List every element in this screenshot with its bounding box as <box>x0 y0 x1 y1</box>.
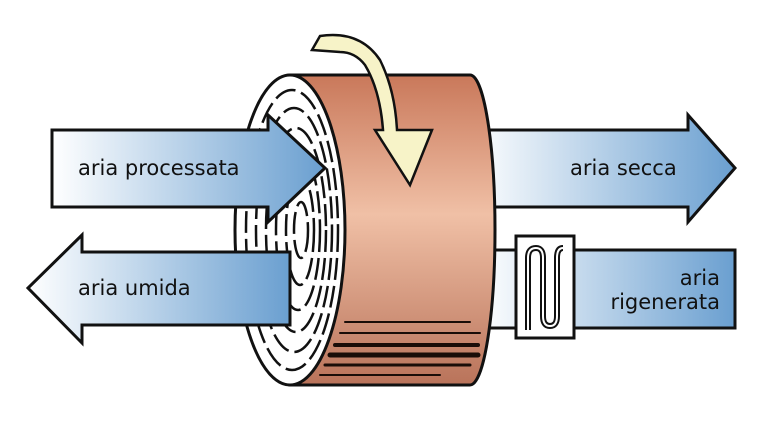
regenerated-air-label-line1: aria <box>679 266 720 290</box>
process-air-arrow <box>50 111 328 226</box>
regenerated-air-label: aria rigenerata <box>590 266 720 314</box>
rotation-arrow <box>309 33 434 188</box>
process-air-label: aria processata <box>78 156 240 180</box>
humid-air-arrow <box>25 231 292 347</box>
humid-air-label: aria umida <box>78 276 191 300</box>
dry-air-arrow <box>468 111 737 227</box>
heater-icon <box>514 234 576 340</box>
regenerated-air-label-line2: rigenerata <box>610 290 720 314</box>
dry-air-label: aria secca <box>570 156 677 180</box>
